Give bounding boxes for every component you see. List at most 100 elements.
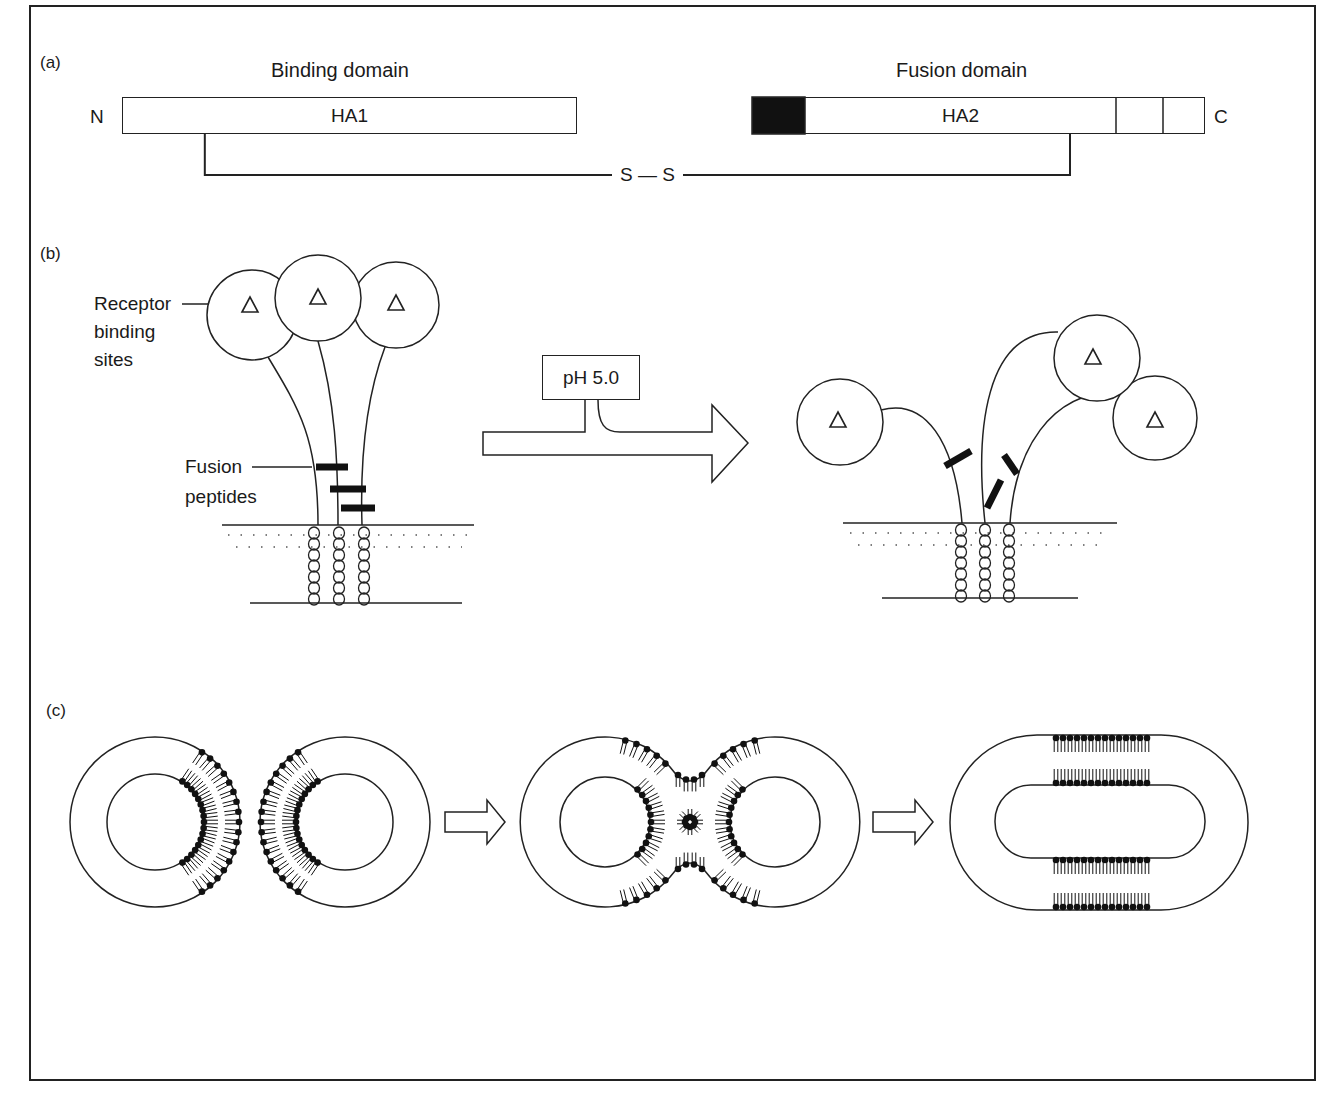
lipid-head [1116,735,1123,742]
helix-turn [956,535,967,547]
lipid [295,879,308,895]
ha2-segments [1162,97,1164,134]
lipid-head [1053,857,1060,864]
lipid [1116,769,1123,786]
lipid-head [263,789,270,796]
lipid [645,802,662,811]
lipid [1123,735,1130,752]
lipid-head [1144,904,1151,911]
lipid [654,760,669,774]
lipid-head [293,819,300,826]
lipid [690,812,700,822]
lipid-head [728,833,735,840]
lipid-head [279,762,286,769]
lipid [216,779,233,790]
lipid [1116,893,1123,910]
lipid-head [711,760,718,767]
lipid-head [233,839,240,846]
lipid-head [1144,735,1151,742]
lipid [1144,857,1151,874]
lipid-head [1060,857,1067,864]
lipid [1137,735,1144,752]
fusion-peptide [987,480,1001,508]
lipid-head [734,846,741,853]
fusion-peptide [330,486,366,493]
lipid-and-helix [179,524,1150,910]
helix-turn [956,546,967,558]
lipid [647,826,664,833]
lipid [193,879,206,895]
lipid-head [643,840,650,847]
lipid-head [260,839,267,846]
lipid [1109,857,1116,874]
helix-turn [359,582,370,594]
lipid-head [1095,735,1102,742]
lipid [730,746,742,762]
receptor-head [797,379,883,465]
lipid [711,869,726,883]
lipid-head [1102,735,1109,742]
lipid [648,819,665,826]
lipid [1116,857,1123,874]
lipid [711,760,726,774]
lipid [1109,769,1116,786]
lipid-head [653,753,660,760]
fusion-peptide [341,505,375,512]
lipid-head [1130,904,1137,911]
lipid-head [639,792,646,799]
helix-turn [1004,524,1015,536]
lipid [1088,857,1095,874]
lipid-head [294,807,301,814]
lipid [211,771,227,784]
lipid-head [734,792,741,799]
lipid-head [263,849,270,856]
lipid-head [1095,780,1102,787]
leader-line [252,466,312,468]
lipid [1074,769,1081,786]
lipid [654,869,669,883]
lipid [731,851,745,865]
lipid-head [1067,780,1074,787]
lipid-head [1095,904,1102,911]
lipid-head [226,779,233,786]
lipid [224,829,241,836]
lipid [200,755,214,770]
lipid-head [1081,735,1088,742]
helix-turn [1004,557,1015,569]
lipid [1109,893,1116,910]
lipid [1123,769,1130,786]
lipid [634,778,648,792]
lipid-head [711,877,718,884]
lipid-head [647,812,654,819]
lipid [279,868,294,882]
lipid-head [683,776,690,783]
helix-turn [309,527,320,539]
receptor-head [353,262,439,348]
lipid [1123,893,1130,910]
panel-label: (c) [46,700,66,721]
receptor-head [275,255,361,341]
lipid [731,778,745,792]
lipid-head [726,812,733,819]
node-text: HA1 [331,105,368,127]
lipid-head [1130,857,1137,864]
lipid [184,856,198,871]
membrane [843,522,1117,524]
lipid [715,811,732,818]
ha-stalk [268,332,1116,525]
lipid [1123,857,1130,874]
lipid [222,837,239,845]
lipid-head [221,867,228,874]
lipid [258,808,275,815]
lipid [1095,769,1102,786]
lipid [289,842,306,853]
panel-label: Binding domain [271,58,409,83]
lipid-head [662,760,669,767]
helix-turn [334,582,345,594]
helix-turn [1004,568,1015,580]
lipid-head [1081,904,1088,911]
lipid [699,772,706,787]
lipid [683,853,690,868]
lipid [1081,893,1088,910]
lipid-head [258,829,265,836]
